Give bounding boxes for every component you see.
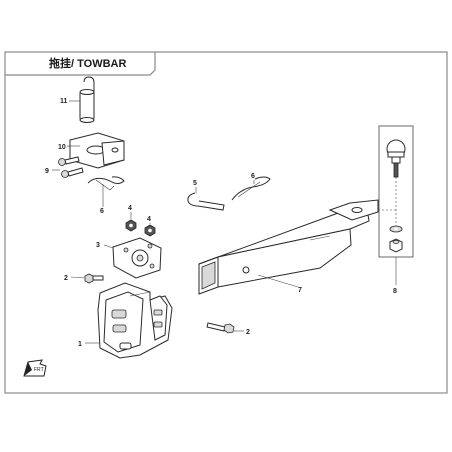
hitch-pin-part bbox=[79, 76, 95, 123]
callout-7: 7 bbox=[298, 287, 302, 294]
callout-11: 11 bbox=[60, 98, 68, 105]
diagram-border bbox=[4, 51, 448, 394]
hitch-ball-part bbox=[386, 139, 406, 178]
bolt-set-part bbox=[58, 156, 84, 178]
callout-6-right: 6 bbox=[251, 173, 255, 180]
svg-text:FRT: FRT bbox=[34, 367, 44, 373]
clevis-mount-part bbox=[69, 132, 125, 169]
callout-6-left: 6 bbox=[100, 208, 104, 215]
spring-clip-part bbox=[231, 176, 271, 201]
callout-1: 1 bbox=[78, 341, 82, 348]
callout-2-left: 2 bbox=[64, 275, 68, 282]
callout-2-right: 2 bbox=[246, 329, 250, 336]
callout-10: 10 bbox=[58, 144, 66, 151]
main-bracket-part bbox=[97, 282, 173, 359]
callout-5: 5 bbox=[193, 180, 197, 187]
washer-part bbox=[389, 225, 403, 233]
bolt-part bbox=[84, 273, 104, 284]
diagram-title: 拖挂/ TOWBAR bbox=[49, 58, 127, 70]
bolt-part bbox=[206, 322, 235, 334]
nut-part bbox=[125, 219, 156, 237]
towbar-pin-part bbox=[187, 192, 225, 211]
nut-part bbox=[389, 238, 403, 253]
spring-clip-part bbox=[87, 176, 125, 191]
callout-9: 9 bbox=[45, 168, 49, 175]
title-tab bbox=[5, 52, 156, 76]
callout-8: 8 bbox=[393, 288, 397, 295]
callout-4-left: 4 bbox=[128, 205, 132, 212]
mounting-plate-part bbox=[112, 237, 162, 279]
towbar-tube-part bbox=[198, 199, 379, 295]
callout-4-right: 4 bbox=[147, 216, 151, 223]
front-direction-arrow-icon: FRT bbox=[23, 359, 47, 377]
callout-3: 3 bbox=[96, 242, 100, 249]
